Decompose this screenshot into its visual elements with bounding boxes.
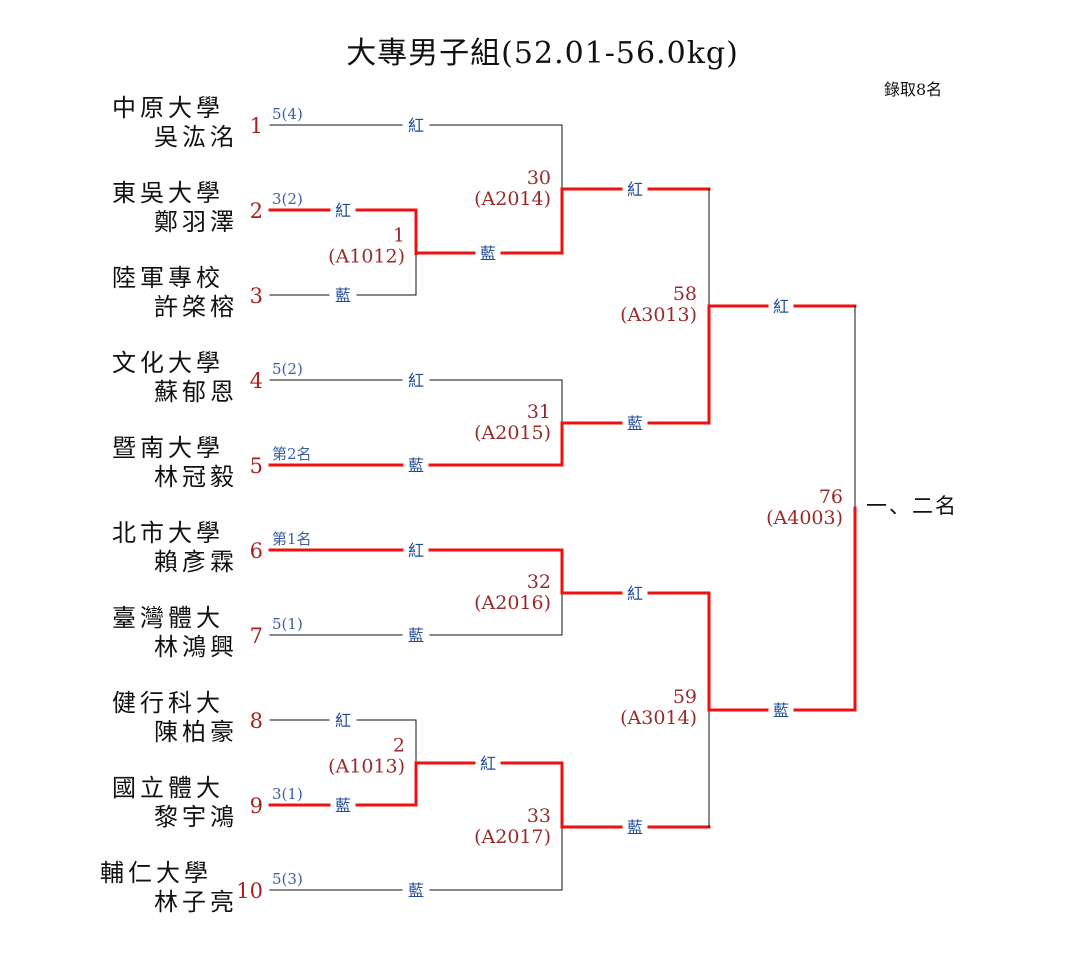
match-58-number: 58: [673, 283, 697, 305]
entrant-10-seed: 10: [236, 879, 263, 903]
entrant-5-seed: 5: [250, 454, 263, 478]
entrant-9-school: 國立體大: [112, 774, 224, 802]
entrant-3-seed: 3: [250, 284, 263, 308]
entrant-3-name: 許棨榕: [154, 293, 238, 321]
match-59-out-corner-label: 藍: [773, 701, 789, 720]
match-32-number: 32: [527, 571, 551, 593]
entrant-1-seed: 1: [250, 114, 263, 138]
entrant-4-seed: 4: [250, 369, 263, 393]
match-30-out-corner-label: 紅: [627, 180, 643, 199]
entrant-2-seed: 2: [250, 199, 263, 223]
match-31-number: 31: [527, 401, 551, 423]
match-76-number: 76: [819, 486, 843, 508]
entrant-4-note: 5(2): [272, 360, 303, 378]
match-58-code: (A3013): [620, 304, 697, 326]
entrant-5-school: 暨南大學: [112, 434, 224, 462]
entrant-6-note: 第1名: [272, 530, 312, 548]
match-2-code: (A1013): [328, 756, 405, 778]
entrant-7-note: 5(1): [272, 615, 303, 633]
entrant-6-name: 賴彥霖: [154, 548, 238, 576]
match-30-number: 30: [527, 167, 551, 189]
match-1-code: (A1012): [328, 246, 405, 268]
entrant-6-school: 北市大學: [112, 519, 224, 547]
match-1-out-corner-label: 藍: [480, 244, 496, 263]
entrant-10-school: 輔仁大學: [100, 859, 212, 887]
entrant-9-seed: 9: [250, 794, 263, 818]
entrant-8-corner-label: 紅: [335, 711, 351, 730]
entrant-1-name: 吳汯洺: [154, 123, 238, 151]
entrant-1-school: 中原大學: [112, 94, 224, 122]
entrant-10-note: 5(3): [272, 870, 303, 888]
entrant-6-corner-label: 紅: [408, 541, 424, 560]
entrant-8-school: 健行科大: [112, 689, 224, 717]
match-59-number: 59: [673, 686, 697, 708]
entrant-2-note: 3(2): [272, 190, 303, 208]
entrant-4-name: 蘇郁恩: [154, 378, 238, 406]
entrant-2-school: 東吳大學: [112, 179, 224, 207]
entrant-5-note: 第2名: [272, 445, 312, 463]
match-2-number: 2: [393, 735, 405, 757]
match-1-number: 1: [393, 225, 405, 247]
entrant-10-name: 林子亮: [154, 888, 238, 916]
match-32-out-corner-label: 紅: [627, 584, 643, 603]
match-32-code: (A2016): [474, 592, 551, 614]
match-2-out-corner-label: 紅: [480, 754, 496, 773]
entrant-1-note: 5(4): [272, 105, 303, 123]
entrant-5-corner-label: 藍: [408, 456, 424, 475]
match-31-out-corner-label: 藍: [627, 414, 643, 433]
entrant-7-name: 林鴻興: [154, 633, 238, 661]
entrant-7-school: 臺灣體大: [112, 604, 224, 632]
entrant-7-seed: 7: [250, 624, 263, 648]
entrant-8-seed: 8: [250, 709, 263, 733]
match-58-out-corner-label: 紅: [773, 297, 789, 316]
quota-label: 錄取8名: [884, 80, 943, 99]
entrant-7-corner-label: 藍: [408, 626, 424, 645]
match-59-code: (A3014): [620, 707, 697, 729]
entrant-2-corner-label: 紅: [335, 201, 351, 220]
match-33-number: 33: [527, 805, 551, 827]
entrant-10-corner-label: 藍: [408, 881, 424, 900]
entrant-9-note: 3(1): [272, 785, 303, 803]
entrant-2-name: 鄭羽澤: [154, 208, 238, 236]
match-30-code: (A2014): [474, 188, 551, 210]
entrant-5-name: 林冠毅: [154, 463, 238, 491]
entrant-8-name: 陳柏豪: [154, 718, 238, 746]
page-title: 大專男子組(52.01-56.0kg): [346, 36, 739, 71]
entrant-4-corner-label: 紅: [408, 371, 424, 390]
match-76-code: (A4003): [766, 507, 843, 529]
entrant-3-school: 陸軍專校: [112, 264, 224, 292]
entrant-4-school: 文化大學: [112, 349, 224, 377]
entrant-6-seed: 6: [250, 539, 263, 563]
match-33-out-corner-label: 藍: [627, 818, 643, 837]
entrant-1-corner-label: 紅: [408, 116, 424, 135]
match-31-code: (A2015): [474, 422, 551, 444]
entrant-9-corner-label: 藍: [335, 796, 351, 815]
entrant-9-name: 黎宇鴻: [154, 803, 238, 831]
final-placement-label: 一、二名: [866, 494, 958, 518]
entrant-3-corner-label: 藍: [335, 286, 351, 305]
match-33-code: (A2017): [474, 826, 551, 848]
